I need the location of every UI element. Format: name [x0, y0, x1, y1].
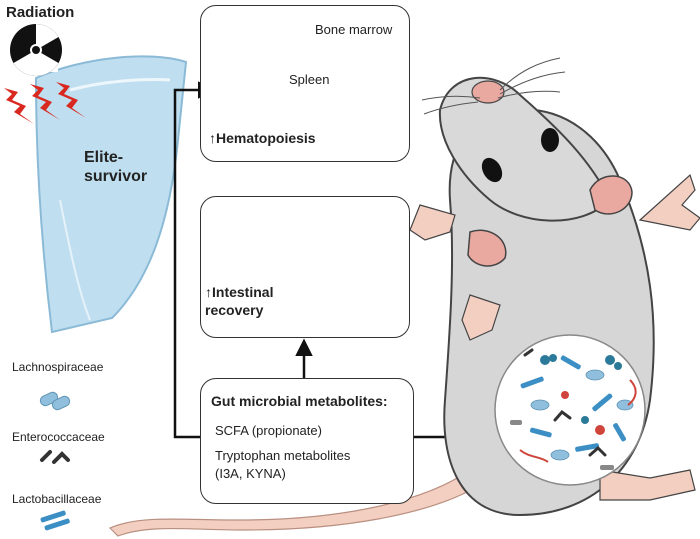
legend-label-enterococcaceae: Enterococcaceae	[12, 430, 105, 444]
elite-survivor-shield	[34, 55, 188, 334]
metabolite-tryptophan: Tryptophan metabolites (I3A, KYNA)	[215, 448, 351, 481]
metabolites-title: Gut microbial metabolites:	[211, 393, 388, 409]
hematopoiesis-outcome: ↑Hematopoiesis	[209, 130, 316, 146]
feedback-arrow-line	[173, 81, 216, 439]
mouse-tail	[108, 469, 481, 537]
up-arrow-icon: ↑	[209, 130, 216, 146]
mouse-ear	[589, 175, 633, 215]
mouse-eye-icon	[541, 128, 559, 152]
mouse-ear	[467, 229, 507, 267]
elite-survivor-label: Elite- survivor	[84, 149, 148, 185]
legend-label-lachnospiraceae: Lachnospiraceae	[12, 360, 104, 374]
metabolite-scfa: SCFA (propionate)	[215, 423, 322, 438]
legend-icon-lactobacillaceae	[40, 510, 70, 531]
hematopoiesis-box: Bone marrow Spleen ↑Hematopoiesis	[200, 5, 410, 162]
gut-metabolites-box: Gut microbial metabolites: SCFA (propion…	[200, 378, 414, 504]
radiation-label: Radiation	[6, 4, 75, 21]
up-arrow-icon: ↑	[205, 284, 212, 300]
spleen-label: Spleen	[289, 72, 330, 87]
legend-icon-enterococcaceae	[40, 450, 70, 464]
intestinal-recovery-box: ↑Intestinal recovery	[200, 196, 410, 338]
legend-icon-lachnospiraceae	[39, 391, 71, 411]
radiation-bolts-icon	[4, 82, 86, 124]
mouse-eye-icon	[481, 157, 503, 183]
hematopoiesis-label: Hematopoiesis	[216, 130, 316, 146]
bone-marrow-label: Bone marrow	[315, 22, 393, 37]
intestinal-recovery-outcome: ↑Intestinal recovery	[205, 283, 273, 319]
legend-label-lactobacillaceae: Lactobacillaceae	[12, 492, 102, 506]
mouse-illustration	[409, 57, 700, 517]
radiation-icon	[6, 24, 62, 76]
gut-microbiome-circle	[494, 334, 646, 486]
intestinal-recovery-label: Intestinal recovery	[205, 284, 274, 318]
